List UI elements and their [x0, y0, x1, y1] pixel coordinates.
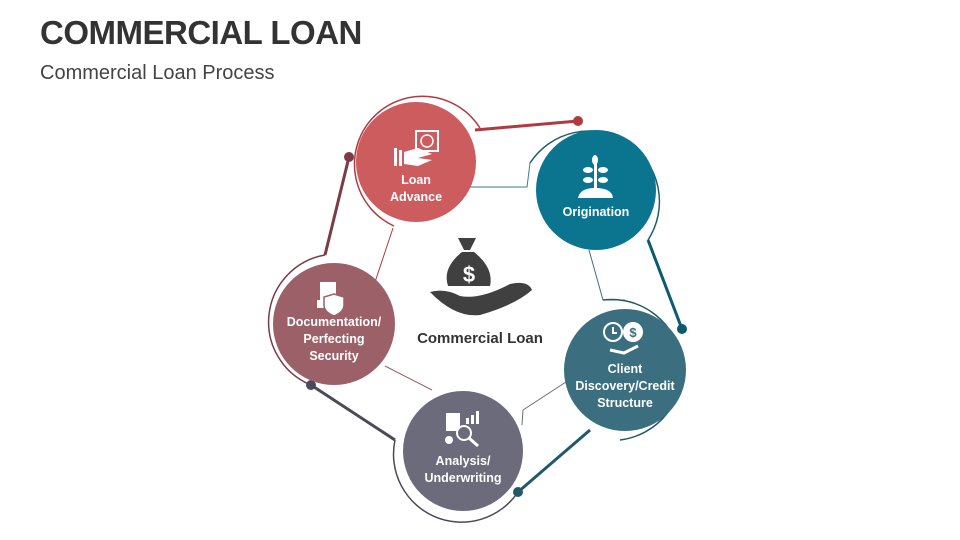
plant-icon [578, 155, 613, 198]
connector [384, 365, 433, 391]
connector-dot [306, 380, 316, 390]
label-line: Loan [401, 173, 431, 187]
label-line: Security [309, 349, 359, 363]
hand-money-icon [394, 130, 439, 166]
step-circle-analysis [403, 391, 523, 511]
label-line: Underwriting [424, 471, 502, 485]
step-circle-client-discovery [564, 309, 686, 431]
label-line: Discovery/Credit [575, 379, 675, 393]
label-line: Analysis/ [435, 454, 491, 468]
connector [323, 156, 351, 256]
label-line: Origination [562, 205, 630, 219]
step-label-analysis: Analysis/Underwriting [398, 453, 528, 487]
label-line: Structure [597, 396, 653, 410]
connector [646, 239, 684, 330]
report-magnifier-icon [445, 411, 479, 448]
connector [374, 227, 394, 283]
center-label: Commercial Loan [417, 330, 543, 347]
connector [521, 381, 567, 426]
clock-dollar-hand-icon: $ [603, 322, 643, 355]
label-line: Client [607, 362, 643, 376]
label-line: Advance [389, 190, 443, 204]
document-shield-icon [317, 282, 345, 317]
connector [474, 119, 579, 132]
page-subtitle: Commercial Loan Process [40, 62, 275, 84]
outer-ring [353, 95, 481, 227]
connector [588, 249, 625, 301]
label-line: Documentation/ [286, 315, 382, 329]
connector-dot [344, 152, 354, 162]
svg-text:$: $ [463, 262, 475, 287]
page-title: COMMERCIAL LOAN [40, 14, 362, 51]
connector-dot [573, 116, 583, 126]
connector [470, 162, 531, 188]
step-label-origination: Origination [531, 204, 661, 221]
step-circle-documentation [273, 263, 395, 385]
connector [517, 428, 591, 494]
money-bag-hand-icon: $ [430, 238, 532, 316]
svg-text:$: $ [629, 325, 637, 340]
outer-ring [392, 439, 519, 523]
connector [310, 383, 396, 442]
connector-dot [677, 324, 687, 334]
label-line: Perfecting [303, 332, 365, 346]
connector-dot [513, 487, 523, 497]
outer-ring [267, 254, 326, 386]
